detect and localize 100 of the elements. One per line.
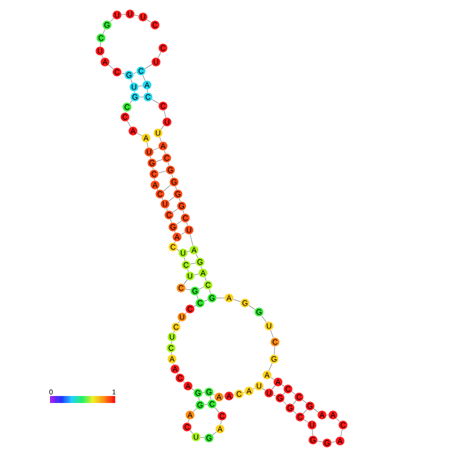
connector-line: [138, 85, 143, 87]
connector-line: [272, 385, 276, 390]
connector-line: [168, 162, 170, 166]
connector-line: [196, 295, 198, 299]
connector-line: [130, 79, 132, 83]
connector-line: [110, 18, 114, 22]
connector-line: [268, 362, 272, 372]
connector-line: [212, 394, 216, 396]
connector-line: [182, 210, 184, 214]
connector-line: [162, 198, 164, 200]
connector-line: [152, 148, 160, 150]
connector-line: [108, 64, 114, 70]
connector-line: [293, 410, 297, 414]
connector-line: [198, 286, 204, 290]
connector-line: [204, 277, 206, 281]
connector-line: [302, 409, 308, 414]
connector-line: [317, 440, 323, 442]
connector-line: [180, 232, 186, 235]
connector-line: [283, 401, 287, 405]
connector-line: [233, 299, 241, 302]
connector-line: [190, 430, 194, 434]
connector-line: [214, 407, 220, 413]
connector-line: [204, 300, 208, 302]
connector-line: [160, 125, 164, 130]
connector-line: [176, 220, 182, 225]
connector-line: [175, 186, 177, 190]
connector-line: [159, 137, 162, 142]
connector-line: [179, 198, 180, 202]
connector-line: [171, 352, 172, 355]
connector-line: [102, 28, 106, 34]
connector-line: [127, 120, 131, 128]
connector-line: [340, 429, 342, 437]
connector-line: [158, 170, 166, 174]
connector-line: [172, 208, 178, 213]
connector-line: [139, 96, 144, 98]
connector-line: [172, 174, 173, 178]
connector-line: [184, 257, 186, 261]
connector-line: [146, 142, 148, 148]
connector-line: [187, 250, 190, 252]
connector-line: [200, 266, 202, 269]
connector-line: [282, 392, 286, 395]
connector-line: [336, 418, 340, 422]
connector-line: [291, 391, 296, 395]
connector-line: [146, 19, 152, 23]
connector-line: [164, 150, 166, 154]
connector-line: [154, 178, 155, 181]
connector-line: [144, 64, 152, 69]
connector-line: [147, 89, 148, 93]
connector-line: [194, 274, 199, 276]
connector-line: [130, 100, 132, 104]
connector-line: [196, 254, 198, 258]
connector-line: [121, 14, 126, 15]
connector-line: [185, 312, 187, 314]
connector-line: [220, 420, 222, 425]
connector-line: [176, 249, 180, 251]
connector-line: [136, 132, 142, 136]
connector-line: [168, 196, 175, 202]
connector-line: [302, 400, 307, 404]
connector-line: [204, 404, 208, 405]
connector-line: [188, 419, 190, 423]
connector-line: [186, 222, 188, 226]
connector-line: [292, 400, 296, 405]
connector-line: [121, 72, 125, 74]
connector-line: [150, 156, 152, 159]
connector-line: [185, 288, 191, 290]
connector-line: [262, 388, 266, 391]
connector-line: [192, 388, 194, 391]
connector-line: [184, 279, 188, 285]
connector-line: [261, 316, 267, 322]
connector-line: [100, 42, 101, 47]
connector-line: [331, 441, 336, 443]
connector-line: [152, 167, 154, 170]
connector-line: [102, 54, 104, 58]
connector-line: [134, 14, 139, 16]
connector-line: [178, 320, 180, 324]
connector-line: [210, 396, 212, 400]
connector-line: [171, 341, 172, 344]
connector-line: [198, 397, 200, 401]
connector-line: [202, 392, 205, 393]
connector-line: [274, 346, 275, 355]
connector-line: [142, 74, 146, 82]
connector-line: [164, 110, 166, 118]
connector-line: [248, 305, 256, 310]
connector-line: [270, 377, 274, 380]
connector-line: [190, 234, 194, 246]
connector-line: [183, 381, 185, 383]
connector-line: [156, 159, 163, 162]
connector-line: [158, 52, 162, 58]
connector-line: [152, 99, 160, 104]
connector-line: [194, 305, 196, 307]
connector-line: [170, 219, 172, 223]
connector-line: [282, 384, 284, 387]
connector-line: [313, 408, 319, 412]
connector-line: [200, 437, 205, 438]
connector-line: [166, 208, 168, 211]
connector-line: [190, 262, 196, 264]
connector-line: [252, 388, 256, 390]
connector-line: [270, 330, 274, 338]
connector-line: [193, 408, 197, 412]
connector-line: [212, 432, 217, 436]
